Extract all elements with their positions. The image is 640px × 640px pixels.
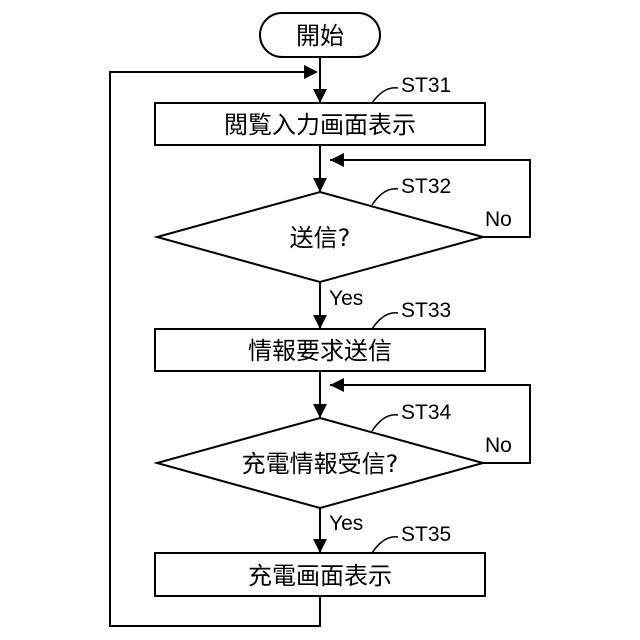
st32-label: 送信?: [290, 224, 351, 252]
st33-leader: [372, 313, 398, 329]
st32-leader: [372, 189, 398, 205]
arrowhead-into-st32: [313, 178, 327, 192]
st35-label: 充電画面表示: [248, 562, 392, 590]
arrowhead-st32-no-return: [330, 153, 344, 167]
arrowhead-loop-return: [304, 65, 318, 79]
start-label: 開始: [296, 22, 344, 50]
st34-label: 充電情報受信?: [242, 450, 399, 478]
st35-id-label: ST35: [401, 523, 451, 546]
st31-label: 閲覧入力画面表示: [224, 111, 416, 139]
st33-label: 情報要求送信: [248, 337, 392, 365]
st32-id-label: ST32: [401, 175, 451, 198]
st34-no-label: No: [485, 434, 512, 457]
arrowhead-into-st34: [313, 404, 327, 418]
st34-leader: [372, 415, 398, 431]
arrowhead-st34-no-return: [330, 378, 344, 392]
st31-leader: [372, 88, 398, 103]
st32-yes-label: Yes: [329, 287, 363, 310]
st33-id-label: ST33: [401, 299, 451, 322]
arrowhead-into-st31: [313, 89, 327, 103]
st34-id-label: ST34: [401, 401, 452, 424]
st35-leader: [372, 537, 398, 553]
arrowhead-into-st35: [313, 539, 327, 553]
arrowhead-into-st33: [313, 315, 327, 329]
st31-id-label: ST31: [401, 74, 451, 97]
st32-no-label: No: [485, 208, 512, 231]
st34-yes-label: Yes: [329, 512, 363, 535]
